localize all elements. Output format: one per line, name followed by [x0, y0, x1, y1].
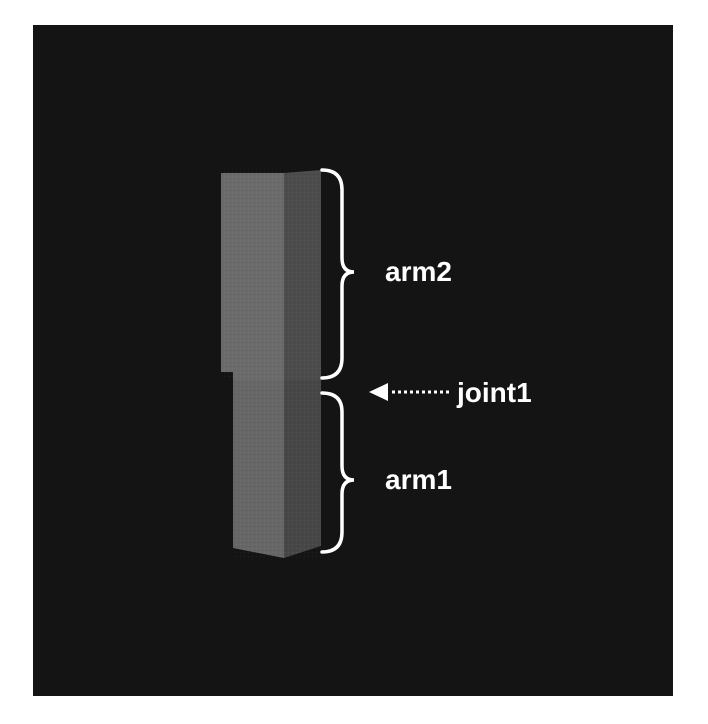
joint1-arrowhead [369, 383, 388, 401]
arm1-segment [233, 380, 321, 558]
joint1-arrow [369, 383, 449, 401]
arm1-label: arm1 [385, 464, 452, 495]
joint1-label: joint1 [456, 377, 532, 408]
arm2-label: arm2 [385, 256, 452, 287]
arm2-brace [320, 168, 355, 380]
diagram-background [33, 25, 673, 696]
arm1-brace [320, 391, 355, 554]
arm2-segment [221, 170, 321, 380]
